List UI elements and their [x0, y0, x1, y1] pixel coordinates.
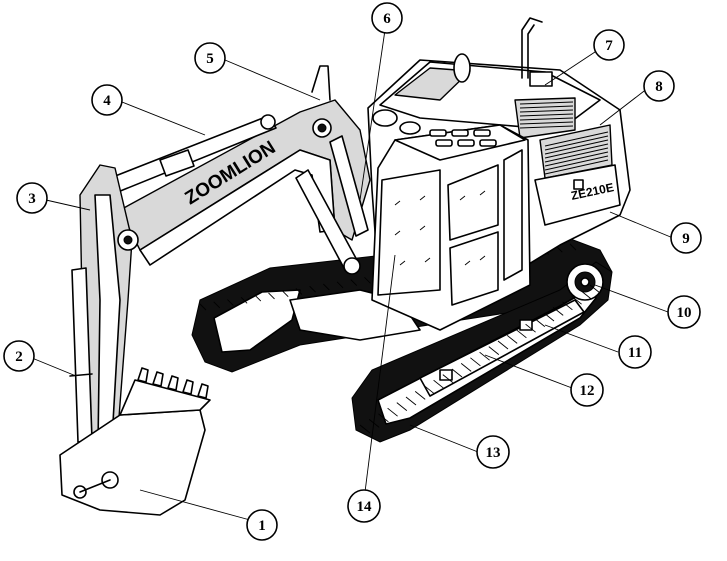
- svg-text:3: 3: [28, 191, 36, 207]
- exhaust-pipe: [521, 17, 553, 87]
- callout-13: 13: [476, 435, 510, 469]
- svg-text:1: 1: [258, 518, 266, 534]
- callout-2: 2: [3, 340, 35, 372]
- callout-9: 9: [670, 222, 702, 254]
- arm-stick: [77, 164, 139, 471]
- leader-lines: [31, 29, 674, 521]
- callout-11: 11: [618, 335, 652, 369]
- bucket: [59, 367, 211, 516]
- callout-3: 3: [16, 182, 48, 214]
- callout-8: 8: [643, 70, 675, 102]
- svg-text:2: 2: [15, 349, 23, 365]
- svg-text:5: 5: [206, 51, 214, 67]
- callout-7: 7: [593, 29, 625, 61]
- svg-text:7: 7: [605, 38, 613, 54]
- sprocket: [566, 263, 604, 301]
- callout-10: 10: [667, 295, 701, 329]
- svg-text:9: 9: [682, 231, 690, 247]
- callout-14: 14: [347, 489, 381, 523]
- svg-text:11: 11: [628, 345, 642, 361]
- front-crawler-track: [351, 261, 613, 443]
- callout-5: 5: [194, 42, 226, 74]
- boom-cylinders: [295, 135, 369, 275]
- svg-text:4: 4: [103, 93, 111, 109]
- engine-hood-grille: [394, 67, 576, 139]
- svg-text:10: 10: [677, 305, 692, 321]
- callout-4: 4: [91, 84, 123, 116]
- callout-12: 12: [570, 373, 604, 407]
- svg-text:14: 14: [357, 499, 373, 515]
- svg-text:13: 13: [486, 445, 501, 461]
- svg-text:12: 12: [580, 383, 595, 399]
- svg-text:6: 6: [383, 11, 391, 27]
- callout-1: 1: [246, 509, 278, 541]
- callout-6: 6: [371, 2, 403, 34]
- svg-text:8: 8: [655, 79, 663, 95]
